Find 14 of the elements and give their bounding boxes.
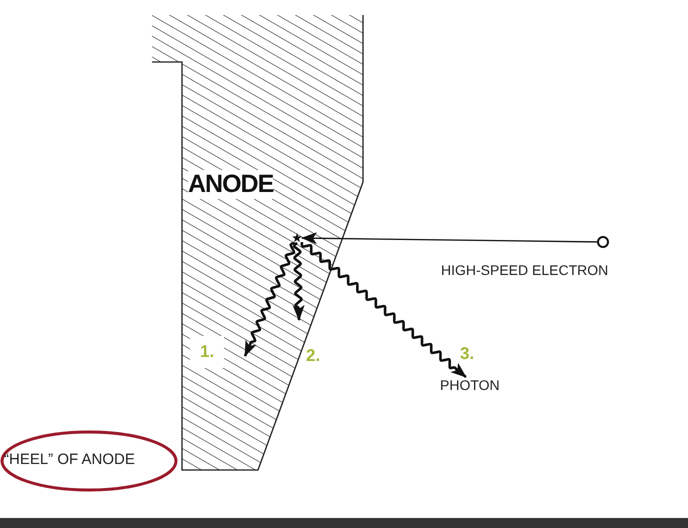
number-label: 3. [460, 344, 474, 364]
anode-block [152, 15, 363, 471]
part-label: ANODE [188, 170, 274, 199]
photon-label: PHOTON [440, 377, 500, 393]
number-label: 1. [190, 336, 224, 368]
electron-label: HIGH-SPEED ELECTRON [441, 262, 608, 278]
wavy-arrow [300, 242, 467, 378]
wavy-arrow [292, 242, 305, 321]
number-label: 2. [306, 346, 320, 366]
electron-source-circle [597, 236, 609, 248]
wavy-arrow [244, 242, 296, 357]
arrow [301, 232, 597, 244]
callout-text: “HEEL” OF ANODE [4, 451, 135, 468]
impact-point [292, 233, 302, 243]
